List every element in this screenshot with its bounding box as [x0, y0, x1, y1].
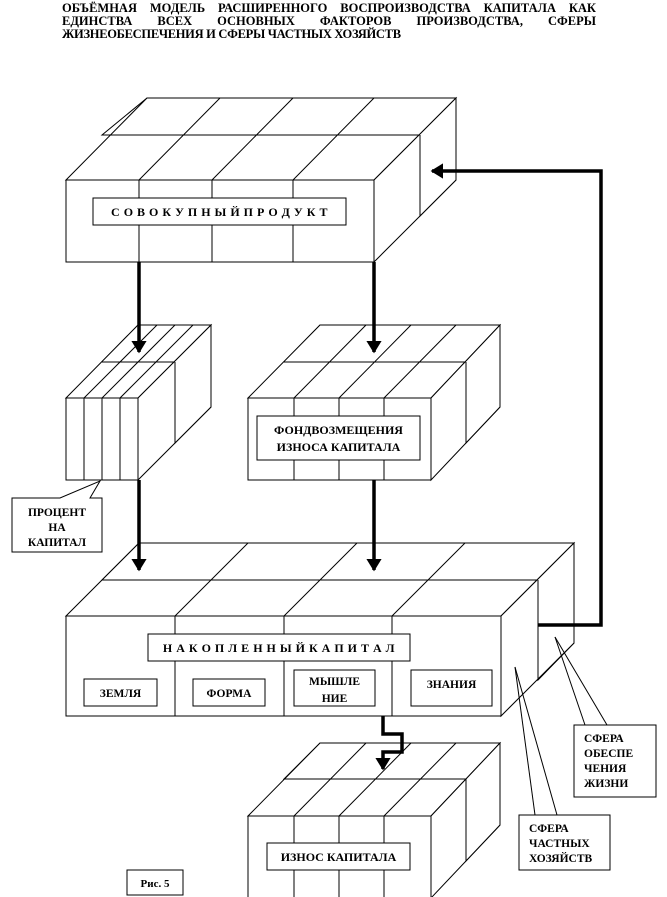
- factor-knowledge-label: ЗНАНИЯ: [427, 679, 477, 691]
- total-product-label: С О В О К У П Н Ы Й П Р О Д У К Т: [111, 205, 328, 219]
- private-households-line-1: СФЕРА: [529, 823, 569, 835]
- diagram-title: ОБЪЁМНАЯ МОДЕЛЬ РАСШИРЕННОГО ВОСПРОИЗВОД…: [62, 2, 596, 41]
- factor-land-box: [83, 678, 158, 707]
- total-product-block: С О В О К У П Н Ы Й П Р О Д У К Т: [64, 96, 458, 264]
- factor-thinking-box: [293, 669, 376, 707]
- life-support-callout: СФЕРА ОБЕСПЕ ЧЕНИЯ ЖИЗНИ: [554, 636, 657, 798]
- capital-wear-label: ИЗНОС КАПИТАЛА: [281, 850, 397, 864]
- private-households-callout: СФЕРА ЧАСТНЫХ ХОЗЯЙСТВ: [514, 666, 611, 871]
- depreciation-fund-label-box: [256, 415, 421, 461]
- accumulated-capital-label-box: [147, 633, 411, 662]
- figure-label: Рис. 5: [126, 869, 184, 896]
- depreciation-fund-label-line-2: ИЗНОСА КАПИТАЛА: [277, 440, 401, 454]
- depreciation-fund-label-line-1: ФОНДВОЗМЕЩЕНИЯ: [274, 423, 403, 437]
- capital-wear-block: ИЗНОС КАПИТАЛА: [246, 741, 502, 897]
- factor-land-label: ЗЕМЛЯ: [100, 688, 142, 700]
- arrow-feedback-to-product: [430, 163, 603, 627]
- figure-label-text: Рис. 5: [141, 878, 170, 890]
- factor-knowledge-box: [410, 669, 493, 707]
- accumulated-capital-label: Н А К О П Л Е Н Н Ы Й К А П И Т А Л: [163, 641, 395, 655]
- title-line-3: ЖИЗНЕОБЕСПЕЧЕНИЯ И СФЕРЫ ЧАСТНЫХ ХОЗЯЙСТ…: [62, 27, 401, 41]
- depreciation-fund-block: ФОНДВОЗМЕЩЕНИЯ ИЗНОСА КАПИТАЛА: [246, 323, 502, 482]
- accumulated-capital-block: Н А К О П Л Е Н Н Ы Й К А П И Т А Л ЗЕМЛ…: [64, 541, 576, 718]
- title-line-1: ОБЪЁМНАЯ МОДЕЛЬ РАСШИРЕННОГО ВОСПРОИЗВОД…: [62, 1, 596, 15]
- factor-form-box: [192, 678, 266, 707]
- capital-wear-label-box: [266, 842, 411, 871]
- factor-form-label: ФОРМА: [207, 688, 253, 700]
- interest-callout-line-2: НА: [48, 522, 66, 534]
- life-support-line-3: ЧЕНИЯ: [584, 763, 627, 775]
- factor-thinking-label-line-2: НИЕ: [322, 693, 348, 705]
- title-line-2: ЕДИНСТВА ВСЕХ ОСНОВНЫХ ФАКТОРОВ ПРОИЗВОД…: [62, 14, 596, 28]
- private-households-line-2: ЧАСТНЫХ: [529, 838, 590, 850]
- interest-callout-line-1: ПРОЦЕНТ: [28, 507, 86, 519]
- private-households-line-3: ХОЗЯЙСТВ: [529, 851, 593, 865]
- arrow-capital-to-wear: [375, 716, 404, 771]
- life-support-line-4: ЖИЗНИ: [584, 778, 628, 790]
- interest-block: [64, 323, 213, 482]
- life-support-line-2: ОБЕСПЕ: [584, 748, 633, 760]
- life-support-line-1: СФЕРА: [584, 733, 624, 745]
- interest-callout-line-3: КАПИТАЛ: [28, 537, 87, 549]
- total-product-label-box: [92, 197, 347, 226]
- flow-arrows: [131, 163, 603, 771]
- interest-callout: ПРОЦЕНТ НА КАПИТАЛ: [11, 479, 103, 553]
- factor-thinking-label-line-1: МЫШЛЕ: [309, 676, 360, 688]
